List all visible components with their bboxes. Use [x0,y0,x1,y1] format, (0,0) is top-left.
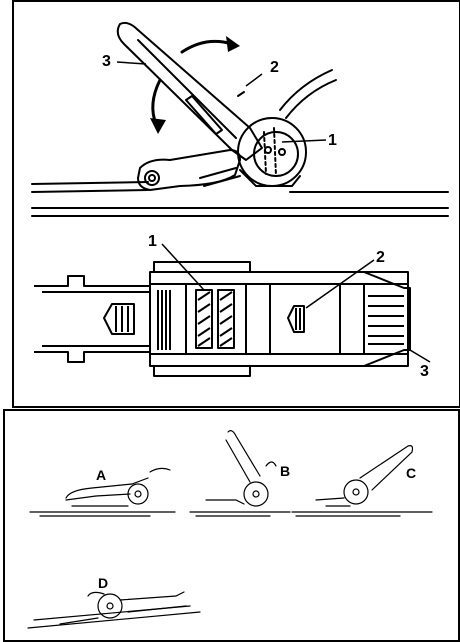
step-b-sketch [189,430,291,517]
step-sketches [27,430,433,629]
top-label-3: 3 [420,363,429,380]
step-c-sketch [291,445,433,517]
ratchet-side-view [31,21,449,217]
top-panel-border [12,0,460,408]
step-a-sketch [29,467,176,517]
rotation-arrows [150,36,240,134]
step-label-d: D [98,575,108,591]
step-label-c: C [406,465,416,481]
top-label-2: 2 [376,249,385,266]
side-label-1: 1 [328,132,337,149]
step-label-a: A [96,467,106,483]
arrow-down-icon [151,78,162,126]
step-d-sketch [27,591,201,629]
top-label-1: 1 [148,233,157,250]
side-view-leaders [116,61,327,143]
bottom-panel-border [3,409,460,642]
arrow-forward-icon [180,39,234,54]
side-label-2: 2 [270,59,279,76]
top-view-leaders [161,243,431,363]
side-label-3: 3 [102,53,111,70]
step-label-b: B [280,463,290,479]
ratchet-top-view [34,261,411,377]
